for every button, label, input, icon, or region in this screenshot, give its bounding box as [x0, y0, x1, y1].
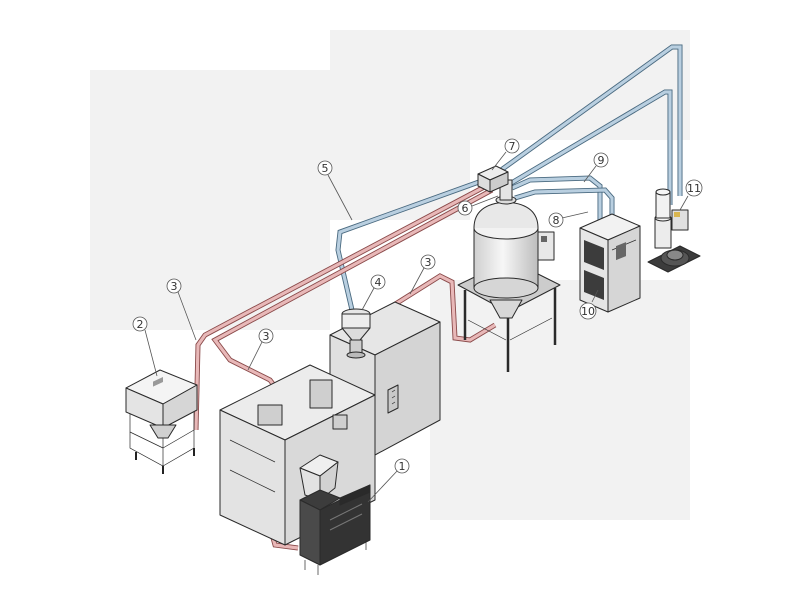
drying-hopper-6 [457, 179, 561, 372]
callout-7: 7 [509, 140, 516, 153]
callout-10: 10 [581, 305, 595, 318]
callout-5: 5 [322, 162, 329, 175]
callouts: 1 2 3 3 3 4 5 6 7 8 9 10 [132, 138, 703, 503]
hopper-loader-4 [341, 308, 371, 359]
callout-3a: 3 [171, 280, 178, 293]
callout-9: 9 [598, 154, 605, 167]
callout-2: 2 [137, 318, 144, 331]
callout-11: 11 [687, 182, 701, 195]
callout-3b: 3 [263, 330, 270, 343]
callout-8: 8 [553, 214, 560, 227]
callout-1: 1 [399, 460, 406, 473]
callout-4: 4 [375, 276, 382, 289]
dehumidifying-dryer-10 [579, 213, 641, 313]
conveying-pipe-3-dryer-to-machine [368, 273, 497, 343]
callout-3c: 3 [425, 256, 432, 269]
background-blocks [90, 30, 690, 520]
vacuum-pipe-dryer [510, 175, 615, 230]
vacuum-loader-11 [647, 188, 701, 273]
callout-6: 6 [462, 202, 469, 215]
granulator-1 [299, 454, 371, 575]
receiver-7 [477, 165, 509, 193]
vacuum-pipe-upper [506, 89, 673, 205]
material-hopper-2 [125, 369, 198, 474]
